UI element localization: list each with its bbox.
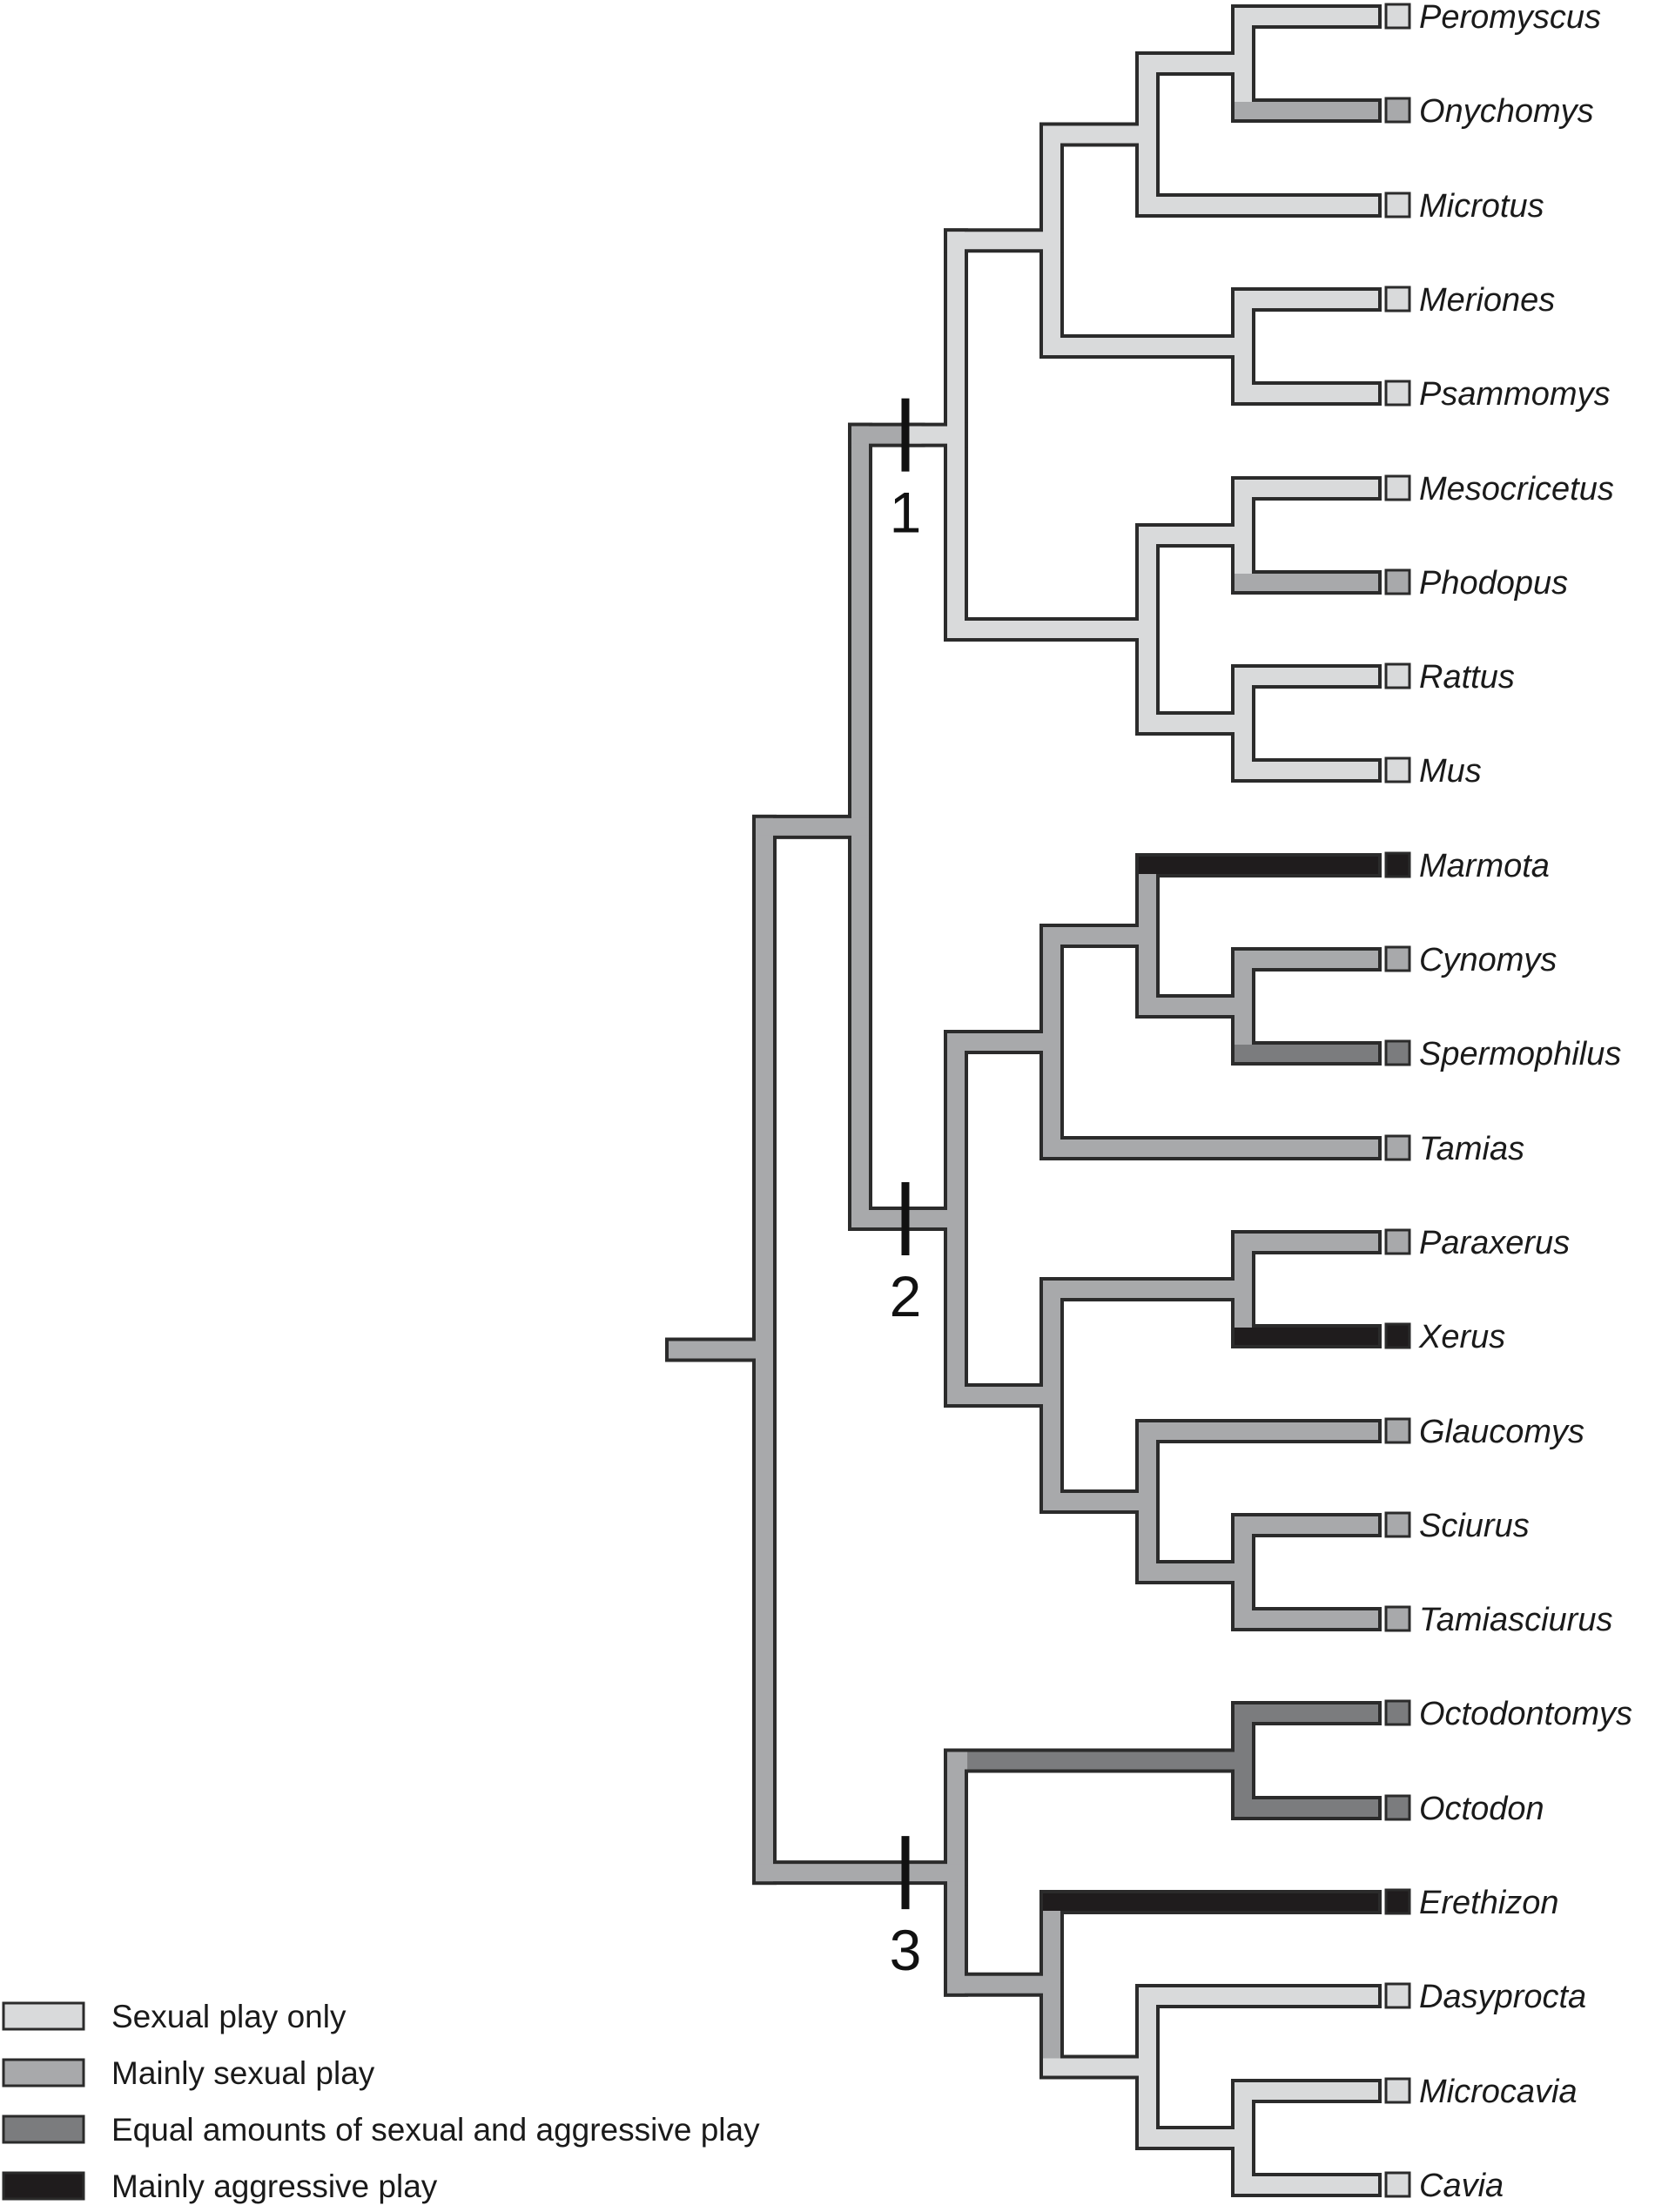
taxon-label: Marmota — [1419, 848, 1550, 884]
legend-swatch — [2, 2171, 85, 2201]
taxon-label: Microcavia — [1419, 2074, 1578, 2110]
taxon-state-box — [1384, 662, 1411, 689]
taxon-state-box — [1384, 2171, 1411, 2198]
taxon-label: Cavia — [1419, 2168, 1504, 2204]
taxon-label: Microtus — [1419, 188, 1544, 225]
taxon-label: Erethizon — [1419, 1885, 1559, 1921]
taxon-label: Psammomys — [1419, 376, 1611, 413]
marker-label-2: 2 — [890, 1264, 922, 1328]
legend-label: Mainly sexual play — [111, 2055, 375, 2091]
taxon-label: Xerus — [1418, 1319, 1505, 1355]
taxon-label: Mus — [1419, 753, 1482, 790]
taxon-state-box — [1384, 1982, 1411, 2009]
tree-branches-fill — [669, 8, 1378, 2194]
transition-markers: 1 2 3 — [890, 398, 922, 1982]
taxon-state-box — [1384, 380, 1411, 407]
taxon-label: Onychomys — [1419, 93, 1594, 130]
taxon-label: Meriones — [1419, 282, 1555, 319]
taxon-state-box — [1384, 1605, 1411, 1632]
taxon-state-box — [1384, 851, 1411, 878]
taxon-label: Octodon — [1419, 1791, 1544, 1827]
taxon-state-box — [1384, 1888, 1411, 1915]
taxon-state-box — [1384, 756, 1411, 783]
taxon-state-box — [1384, 474, 1411, 501]
legend-label: Sexual play only — [111, 1999, 346, 2034]
taxon-label: Spermophilus — [1419, 1036, 1621, 1072]
taxon-state-box — [1384, 568, 1411, 595]
taxon-label: Octodontomys — [1419, 1696, 1632, 1732]
taxon-state-box — [1384, 1322, 1411, 1349]
taxon-label: Cynomys — [1419, 942, 1557, 978]
taxon-label: Peromyscus — [1419, 0, 1601, 36]
taxon-state-box — [1384, 1417, 1411, 1444]
taxon-state-box — [1384, 1699, 1411, 1726]
taxon-tips: PeromyscusOnychomysMicrotusMerionesPsamm… — [1384, 0, 1632, 2204]
taxon-state-box — [1384, 1134, 1411, 1161]
legend-swatch — [2, 2115, 85, 2144]
taxon-state-box — [1384, 1228, 1411, 1255]
taxon-state-box — [1384, 1039, 1411, 1066]
taxon-label: Sciurus — [1419, 1508, 1530, 1544]
legend-label: Equal amounts of sexual and aggressive p… — [111, 2112, 760, 2148]
taxon-state-box — [1384, 192, 1411, 219]
taxon-label: Dasyprocta — [1419, 1979, 1586, 2015]
taxon-state-box — [1384, 945, 1411, 972]
taxon-label: Paraxerus — [1419, 1225, 1570, 1261]
taxon-label: Glaucomys — [1419, 1414, 1584, 1450]
legend-swatch — [2, 2001, 85, 2031]
taxon-label: Phodopus — [1419, 565, 1568, 602]
taxon-state-box — [1384, 2077, 1411, 2104]
tree-branches-outline — [665, 4, 1382, 2197]
taxon-state-box — [1384, 97, 1411, 124]
taxon-label: Tamiasciurus — [1419, 1602, 1612, 1638]
taxon-label: Mesocricetus — [1419, 471, 1614, 508]
marker-label-1: 1 — [890, 481, 922, 545]
legend-label: Mainly aggressive play — [111, 2168, 438, 2204]
taxon-state-box — [1384, 1511, 1411, 1538]
taxon-state-box — [1384, 1794, 1411, 1821]
legend-swatch — [2, 2058, 85, 2088]
taxon-label: Tamias — [1419, 1131, 1524, 1167]
marker-label-3: 3 — [890, 1918, 922, 1982]
taxon-state-box — [1384, 3, 1411, 30]
taxon-label: Rattus — [1419, 659, 1515, 696]
taxon-state-box — [1384, 286, 1411, 313]
